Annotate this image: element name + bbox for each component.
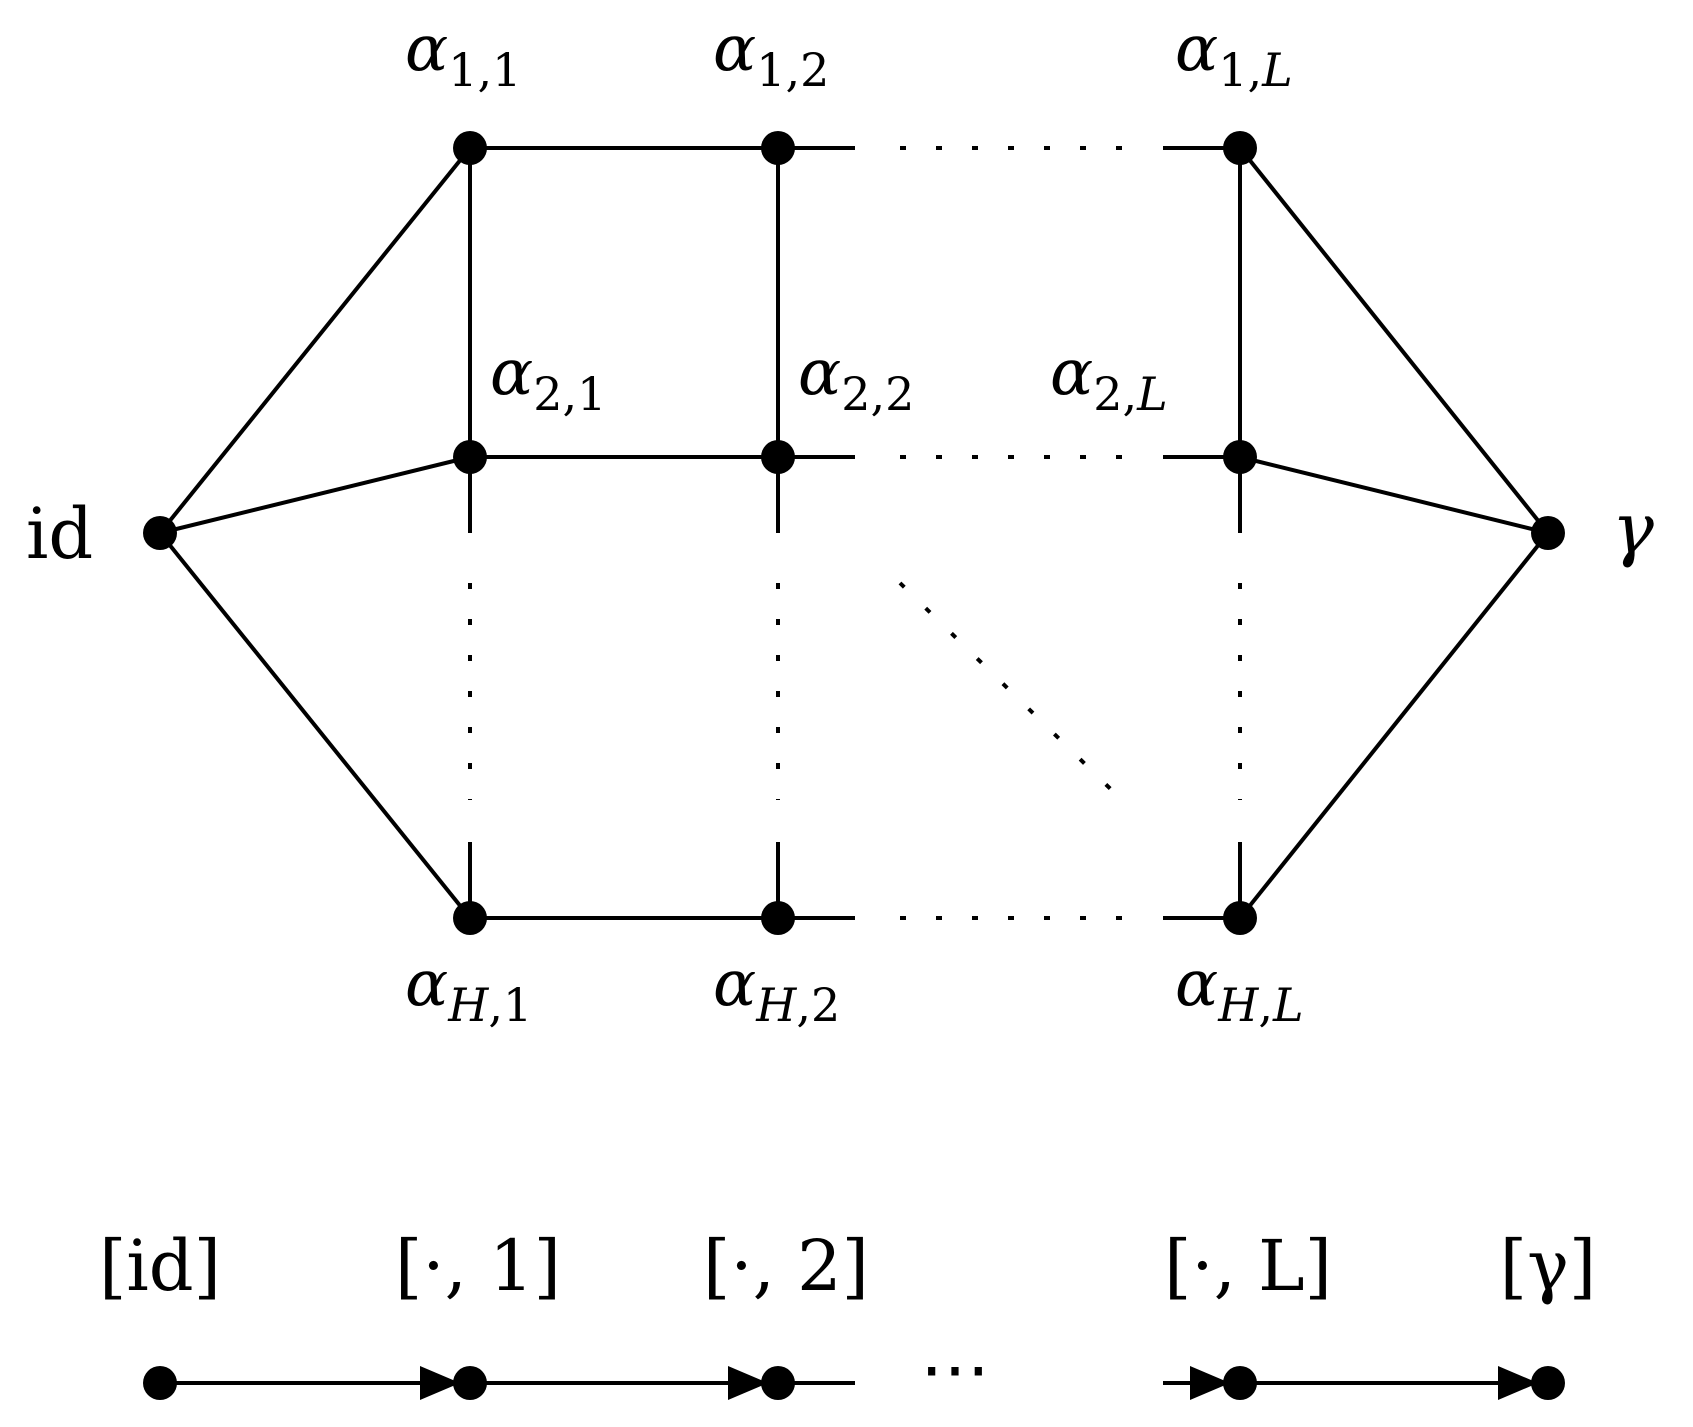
arrowhead-1 — [420, 1366, 460, 1400]
label-a21: α2,1 — [490, 336, 606, 421]
label-aH1: αH,1 — [405, 947, 532, 1032]
node-gamma — [1531, 516, 1565, 550]
label-id: id — [26, 493, 93, 575]
arrowhead-2 — [728, 1366, 768, 1400]
node-id — [143, 516, 177, 550]
node-aH2 — [761, 901, 795, 935]
quotient-label-gamma: [γ] — [1500, 1225, 1596, 1307]
arrowhead-gamma — [1498, 1366, 1538, 1400]
label-a11: α1,1 — [405, 12, 521, 97]
label-a22: α2,2 — [798, 336, 914, 421]
graph-labels: id γ α1,1 α1,2 α1,L α2,1 α2,2 α2,L αH,1 … — [26, 12, 1654, 1032]
edge-a1L-gamma — [1238, 146, 1550, 535]
node-a22 — [761, 440, 795, 474]
edge-id-a21 — [159, 455, 471, 535]
node-a21 — [453, 440, 487, 474]
node-aH1 — [453, 901, 487, 935]
node-a2L — [1223, 440, 1257, 474]
edge-id-aH1 — [158, 531, 472, 920]
quotient-ellipsis: ⋯ — [920, 1328, 990, 1410]
label-aH2: αH,2 — [713, 947, 840, 1032]
node-a12 — [761, 131, 795, 165]
quotient-label-L: [·, L] — [1164, 1225, 1332, 1307]
edge-a2L-gamma — [1239, 455, 1549, 535]
quotient-label-1: [·, 1] — [395, 1225, 561, 1307]
label-gamma: γ — [1612, 488, 1654, 570]
label-a12: α1,2 — [713, 12, 829, 97]
graph-dotted-lines — [468, 146, 1242, 920]
label-aHL: αH,L — [1175, 947, 1304, 1032]
arrowhead-L — [1190, 1366, 1230, 1400]
quotient-node-id — [143, 1366, 177, 1400]
graph-edges — [158, 146, 1550, 920]
quotient-node-gamma — [1531, 1366, 1565, 1400]
dots-diagonal — [898, 581, 1132, 810]
node-a11 — [453, 131, 487, 165]
label-a1L: α1,L — [1175, 12, 1293, 97]
quotient-path: ⋯ [id] [·, 1] [·, 2] [·, L] [γ] — [99, 1225, 1596, 1410]
edge-aHL-gamma — [1238, 531, 1550, 920]
quotient-label-2: [·, 2] — [703, 1225, 869, 1307]
edge-id-a11 — [158, 146, 472, 535]
label-a2L: α2,L — [1050, 336, 1168, 421]
quotient-node-L — [1223, 1366, 1257, 1400]
node-a1L — [1223, 131, 1257, 165]
node-aHL — [1223, 901, 1257, 935]
graph-nodes — [143, 131, 1565, 935]
quotient-node-2 — [761, 1366, 795, 1400]
quotient-label-id: [id] — [99, 1225, 221, 1307]
quotient-node-1 — [453, 1366, 487, 1400]
